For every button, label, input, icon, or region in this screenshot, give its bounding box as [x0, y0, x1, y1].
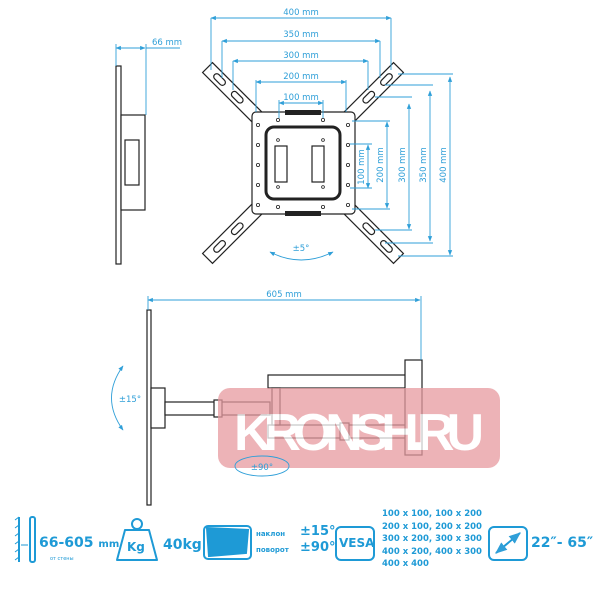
- weight-icon: [116, 518, 158, 561]
- swivel-spec-value: ±90°: [300, 540, 336, 555]
- tilt-arc-icon: [111, 365, 124, 431]
- dim-300-h: 300 mm: [283, 51, 319, 61]
- screen-diagonal-icon: [488, 526, 528, 561]
- side-view: 66 mm: [115, 38, 182, 265]
- weight-icon-label: Kg: [127, 540, 145, 554]
- screen-size-range: 22″- 65″: [531, 535, 594, 551]
- dim-400-h: 400 mm: [283, 8, 319, 18]
- rotation-label: ±90°: [251, 463, 273, 473]
- swivel-spec-label: поворот: [256, 546, 289, 554]
- dim-200-v: 200 mm: [376, 147, 386, 183]
- vertical-dimensions: 100 mm 200 mm 300 mm 350 mm 400 mm: [350, 73, 453, 257]
- tilt-label: ±15°: [119, 395, 141, 405]
- rotation-indicator: ±90°: [234, 455, 290, 477]
- swivel-label: ±5°: [293, 244, 310, 254]
- tilt-spec-value: ±15°: [300, 524, 336, 539]
- extension-label: 605 mm: [266, 290, 302, 300]
- dim-350-h: 350 mm: [283, 30, 319, 40]
- swivel-arc-icon: [269, 251, 334, 261]
- dim-400-v: 400 mm: [439, 147, 449, 183]
- vesa-icon: [335, 526, 375, 561]
- front-view: 400 mm 350 mm 300 mm 200 mm 100 mm 100 m…: [201, 8, 453, 265]
- dim-300-v: 300 mm: [398, 147, 408, 183]
- spec-icons: [14, 516, 528, 563]
- dim-100-v: 100 mm: [357, 149, 367, 185]
- dim-100-h: 100 mm: [283, 93, 319, 103]
- tilt-spec-label: наклон: [256, 530, 286, 538]
- dim-200-h: 200 mm: [283, 72, 319, 82]
- vesa-icon-label: VESA: [339, 536, 375, 550]
- tilt-swivel-icon: [203, 525, 252, 560]
- wall-distance-icon: [14, 516, 36, 563]
- depth-label: 66 mm: [152, 38, 182, 48]
- horizontal-dimensions: 400 mm 350 mm 300 mm 200 mm 100 mm: [210, 8, 392, 118]
- watermark-logo: KRONSH.RU: [218, 388, 500, 468]
- rotation-ellipse-icon: [234, 455, 290, 477]
- dim-350-v: 350 mm: [419, 147, 429, 183]
- wall-distance-note: от стены: [50, 556, 74, 562]
- wall-distance-value: 66-605 mm: [39, 535, 120, 551]
- svg-text:KRONSH.RU: KRONSH.RU: [234, 404, 484, 462]
- max-weight: 40kg: [163, 537, 202, 553]
